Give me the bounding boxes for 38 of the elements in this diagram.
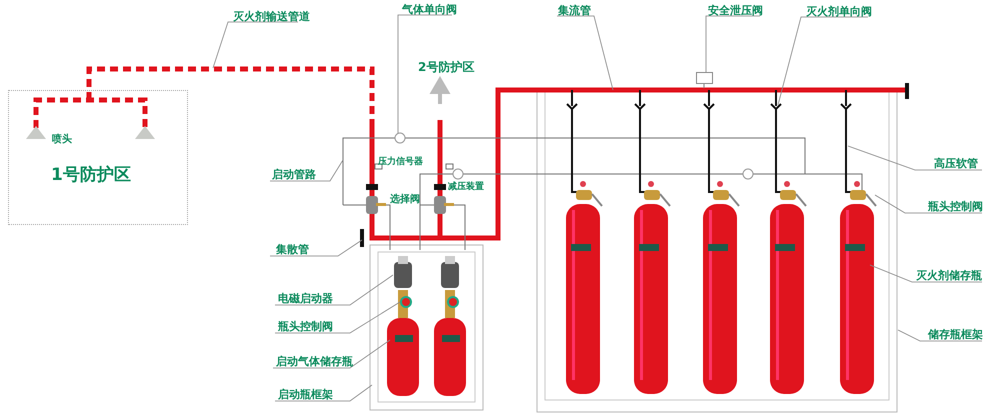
callout-label: 储存瓶框架: [928, 328, 983, 341]
part-label: 压力信号器: [378, 156, 423, 169]
leader-line: [272, 340, 390, 368]
callout-label: 启动气体储存瓶: [276, 355, 353, 368]
leader-line: [212, 22, 298, 68]
leader-line: [898, 330, 982, 342]
leader-line: [556, 16, 614, 90]
leader-line: [870, 264, 982, 282]
callout-label: 启动瓶框架: [278, 388, 333, 401]
part-label: 选择阀: [390, 193, 420, 206]
protection-zone-box: [8, 90, 188, 225]
leader-line: [270, 160, 344, 182]
callout-label: 集散管: [276, 243, 309, 256]
callout-label: 灭火剂储存瓶: [916, 269, 982, 282]
callout-label: 电磁启动器: [278, 292, 333, 305]
leader-line: [274, 302, 400, 334]
callout-label: 集流管: [558, 4, 591, 17]
leader-line: [274, 274, 394, 306]
zone-title: 1号防护区: [51, 164, 131, 186]
callout-label: 高压软管: [934, 157, 978, 170]
part-label: 2号防护区: [418, 61, 474, 74]
part-label: 减压装置: [448, 181, 484, 194]
callout-label: 瓶头控制阀: [928, 200, 983, 213]
callout-label: 安全泄压阀: [708, 4, 763, 17]
leader-line: [874, 194, 982, 214]
leader-line: [706, 16, 760, 72]
callout-label: 灭火剂输送管道: [233, 10, 310, 23]
part-label: 喷头: [52, 133, 72, 146]
leader-line: [398, 14, 452, 134]
leader-line: [848, 146, 982, 170]
callout-label: 灭火剂单向阀: [806, 5, 872, 18]
callout-label: 启动管路: [272, 168, 316, 181]
leader-line: [778, 16, 868, 106]
callout-label: 气体单向阀: [402, 3, 457, 16]
safety-valve-box: [696, 72, 713, 84]
leader-line: [274, 384, 372, 402]
callout-label: 瓶头控制阀: [278, 320, 333, 333]
leader-line: [270, 240, 362, 256]
